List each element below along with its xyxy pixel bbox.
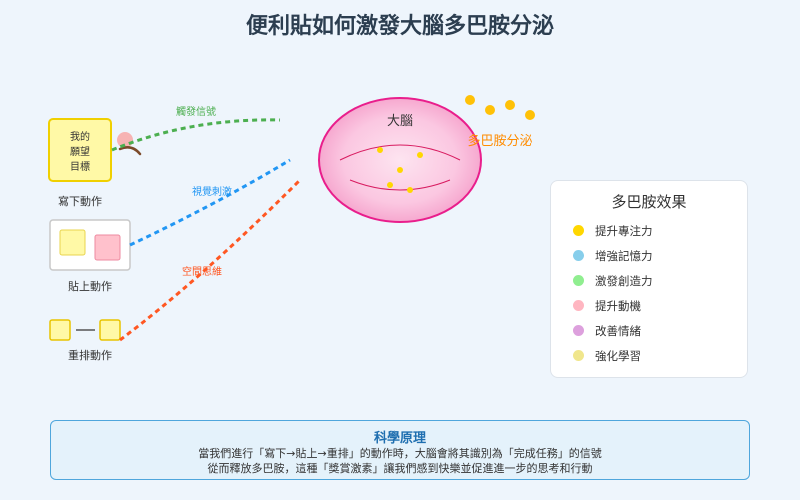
legend-item-label: 提升專注力 — [595, 223, 653, 238]
dopamine-dot — [465, 95, 475, 105]
right-note-icon — [99, 319, 121, 341]
write-step-label: 寫下動作 — [58, 194, 102, 208]
note-line-1: 我的 — [70, 130, 90, 143]
brain-label: 大腦 — [387, 114, 413, 129]
left-note-icon — [49, 319, 71, 341]
legend-title: 多巴胺效果 — [611, 193, 687, 211]
dopamine-dot — [505, 100, 515, 110]
legend-item: 提升動機 — [551, 293, 747, 318]
neuron-dot — [417, 152, 423, 158]
pen-icon — [117, 132, 142, 156]
science-principle-box: 科學原理 當我們進行「寫下→貼上→重排」的動作時，大腦會將其識別為「完成任務」的… — [50, 420, 750, 480]
legend-item-label: 激發創造力 — [595, 273, 653, 288]
rearrange-step-label: 重排動作 — [68, 348, 112, 362]
principle-line-2: 從而釋放多巴胺，這種「獎賞激素」讓我們感到快樂並促進進一步的思考和行動 — [207, 462, 593, 475]
principle-title: 科學原理 — [373, 431, 426, 446]
trigger-signal-label: 觸發信號 — [176, 105, 216, 118]
legend-color-dot — [573, 325, 584, 336]
legend-item-label: 強化學習 — [595, 348, 641, 363]
spatial-signal-path — [119, 178, 302, 342]
dopamine-effects-legend: 多巴胺效果 提升專注力增強記憶力激發創造力提升動機改善情緒強化學習 — [550, 180, 748, 378]
legend-item: 強化學習 — [551, 343, 747, 368]
visual-signal-path — [129, 158, 291, 247]
legend-color-dot — [573, 225, 584, 236]
brain-fold-upper — [339, 144, 461, 161]
dopamine-molecules — [465, 95, 535, 120]
brain-illustration: 大腦 — [318, 97, 482, 223]
legend-color-dot — [573, 300, 584, 311]
legend-item: 增強記憶力 — [551, 243, 747, 268]
dopamine-label: 多巴胺分泌 — [467, 133, 532, 149]
yellow-note-icon — [59, 229, 86, 256]
legend-item: 激發創造力 — [551, 268, 747, 293]
note-line-3: 目標 — [70, 160, 90, 173]
pink-note-icon — [94, 234, 121, 261]
neuron-dot — [387, 182, 393, 188]
legend-item: 改善情緒 — [551, 318, 747, 343]
legend-color-dot — [573, 250, 584, 261]
brain-fold-lower — [349, 179, 451, 191]
legend-color-dot — [573, 350, 584, 361]
legend-color-dot — [573, 275, 584, 286]
rearrange-step: 重排動作 — [49, 319, 121, 362]
note-line-2: 願望 — [70, 145, 90, 158]
neuron-dot — [377, 147, 383, 153]
dopamine-dot — [525, 110, 535, 120]
spatial-signal-label: 空間思維 — [182, 265, 222, 278]
legend-item-label: 改善情緒 — [595, 323, 641, 338]
legend-item-label: 增強記憶力 — [595, 248, 653, 263]
neuron-dot — [407, 187, 413, 193]
write-step: 我的 願望 目標 寫下動作 — [48, 118, 142, 208]
page-title: 便利貼如何激發大腦多巴胺分泌 — [245, 14, 554, 39]
trigger-signal-path — [111, 118, 281, 152]
visual-signal-label: 視覺刺激 — [192, 185, 232, 198]
legend-item: 提升專注力 — [551, 218, 747, 243]
brain-shape — [318, 97, 482, 223]
legend-items: 提升專注力增強記憶力激發創造力提升動機改善情緒強化學習 — [551, 218, 747, 368]
stick-step: 貼上動作 — [49, 219, 131, 293]
dopamine-dot — [485, 105, 495, 115]
legend-item-label: 提升動機 — [595, 298, 641, 313]
wish-sticky-note — [48, 118, 112, 182]
neuron-dot — [397, 167, 403, 173]
stick-step-label: 貼上動作 — [68, 279, 112, 293]
principle-line-1: 當我們進行「寫下→貼上→重排」的動作時，大腦會將其識別為「完成任務」的信號 — [198, 447, 602, 460]
